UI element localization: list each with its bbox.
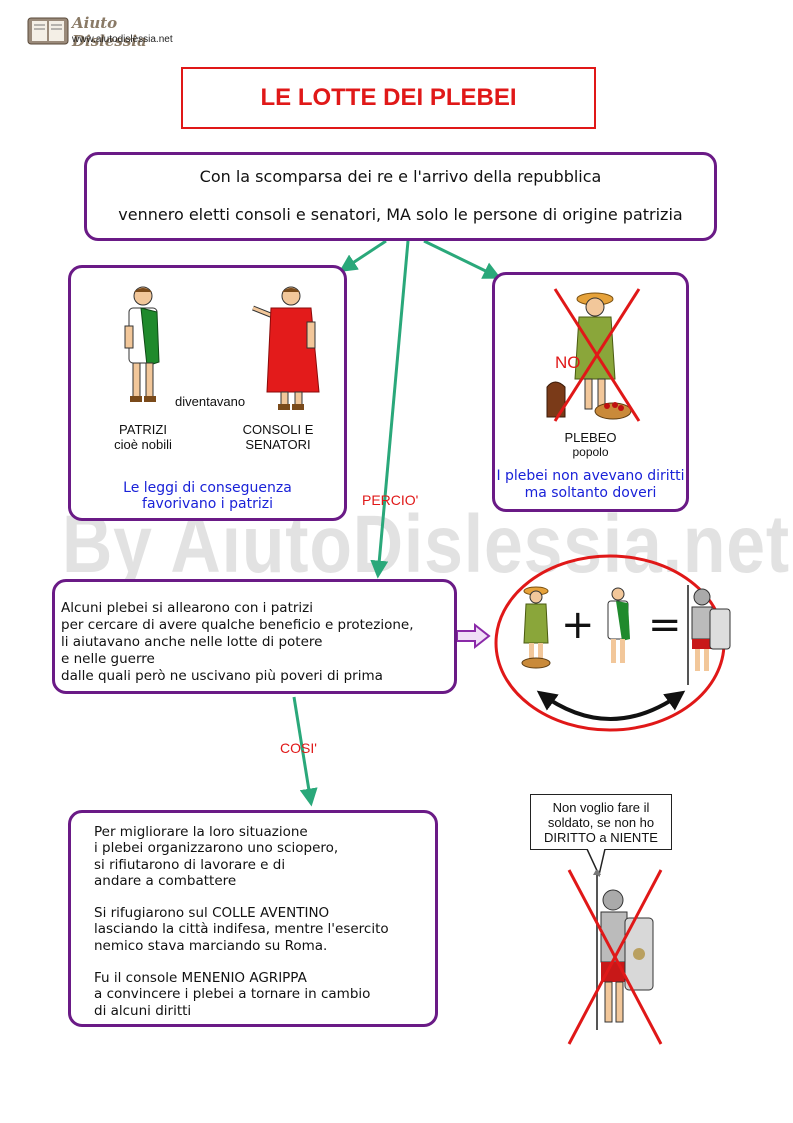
equals-sign: = [648,602,682,648]
plebeo-note-2: ma soltanto doveri [524,485,657,501]
cosi-label: COSI' [280,740,317,756]
plebeo-subtitle: popolo [572,445,609,459]
intro-box: Con la scomparsa dei re e l'arrivo della… [84,152,717,241]
plus-sign: + [561,602,595,648]
speech-line-3: DIRITTO a NIENTE [544,830,658,845]
title-box: LE LOTTE DEI PLEBEI [181,67,596,129]
alliance-text: Alcuni plebei si allearono con i patrizi… [61,600,414,685]
soldier-small-icon [687,585,731,685]
strike-line: lasciando la città indifesa, mentre l'es… [94,921,389,938]
alliance-line: Alcuni plebei si allearono con i patrizi [61,600,313,616]
speech-bubble: Non voglio fare il soldato, se non ho DI… [530,794,672,850]
page-title: LE LOTTE DEI PLEBEI [260,84,517,111]
arrow-cosi [292,696,318,807]
patrician-figure-icon [124,286,160,402]
alliance-line: per cercare di avere qualche beneficio e… [61,617,414,633]
strike-line: Si rifugiarono sul COLLE AVENTINO [94,905,330,922]
strike-line: nemico stava marciando su Roma. [94,937,328,954]
logo-url: www.aiutodislessia.net [72,34,173,45]
patrizi-box: diventavano PATRIZI cioè nobili CONSOLI … [68,265,347,521]
patrizi-label: PATRIZI cioè nobili [93,422,193,452]
consoli-title: CONSOLI E [242,422,314,437]
plebeo-label: PLEBEO popolo [495,430,686,459]
strike-gap [94,954,389,970]
strike-line: i plebei organizzarono uno sciopero, [94,840,339,857]
alliance-line: e nelle guerre [61,651,155,667]
consul-figure-icon [252,286,320,410]
speech-line-1: Non voglio fare il [552,800,650,815]
patrizi-note-2: favorivano i patrizi [142,496,273,512]
alliance-line: dalle quali però ne uscivano più poveri … [61,668,383,684]
logo: Aiuto Dislessia www.aiutodislessia.net [26,14,196,50]
plebeo-box: NO PLEBEO popolo I plebei non avevano di… [492,272,689,512]
strike-gap [94,889,389,905]
arrow-perciò [370,240,410,579]
alliance-line: li aiutavano anche nelle lotte di potere [61,634,323,650]
plebeian-figure-icon [546,292,632,420]
plebeo-note-1: I plebei non avevano diritti [496,468,685,484]
percio-label: PERCIO' [362,492,419,508]
intro-line2: vennero eletti consoli e senatori, MA so… [118,205,683,224]
soldier-cross-mark-icon [567,869,663,1045]
plebeo-note: I plebei non avevano diritti ma soltanto… [489,468,692,502]
soldier-figure-icon [593,870,654,1030]
strike-line: andare a combattere [94,872,237,889]
alliance-box: Alcuni plebei si allearono con i patrizi… [52,579,457,694]
intro-line1: Con la scomparsa dei re e l'arrivo della… [199,167,602,186]
strike-line: Fu il console MENENIO AGRIPPA [94,970,307,987]
patrizi-title: PATRIZI [119,422,167,437]
consoli-title-2: SENATORI [245,437,311,452]
logo-title: Aiuto Dislessia [72,14,147,50]
arrow-to-patrizi [338,239,387,272]
verb-label: diventavano [175,394,246,409]
strike-box: Per migliorare la loro situazione i pleb… [68,810,438,1027]
arrow-to-plebeo [423,239,502,279]
plebeo-title: PLEBEO [564,430,617,445]
logo-book-icon [27,17,69,45]
no-mark: NO [555,353,581,372]
consoli-label: CONSOLI E SENATORI [233,422,323,452]
strike-line: a convincere i plebei a tornare in cambi… [94,986,371,1003]
double-arrow-icon [536,690,686,721]
hollow-arrow-icon [456,622,491,650]
speech-line-2: soldato, se non ho [547,815,655,830]
strike-text: Per migliorare la loro situazione i pleb… [94,824,389,1019]
patrizi-note-1: Le leggi di conseguenza [123,480,292,496]
strike-line: di alcuni diritti [94,1002,192,1019]
strike-line: si rifiutarono di lavorare e di [94,856,286,873]
patrician-small-icon [607,587,630,663]
strike-line: Per migliorare la loro situazione [94,824,308,840]
patrizi-note: Le leggi di conseguenza favorivano i pat… [71,480,344,512]
patrizi-subtitle: cioè nobili [114,437,172,452]
cross-mark-icon [553,288,641,422]
plebeian-small-icon [521,586,551,669]
